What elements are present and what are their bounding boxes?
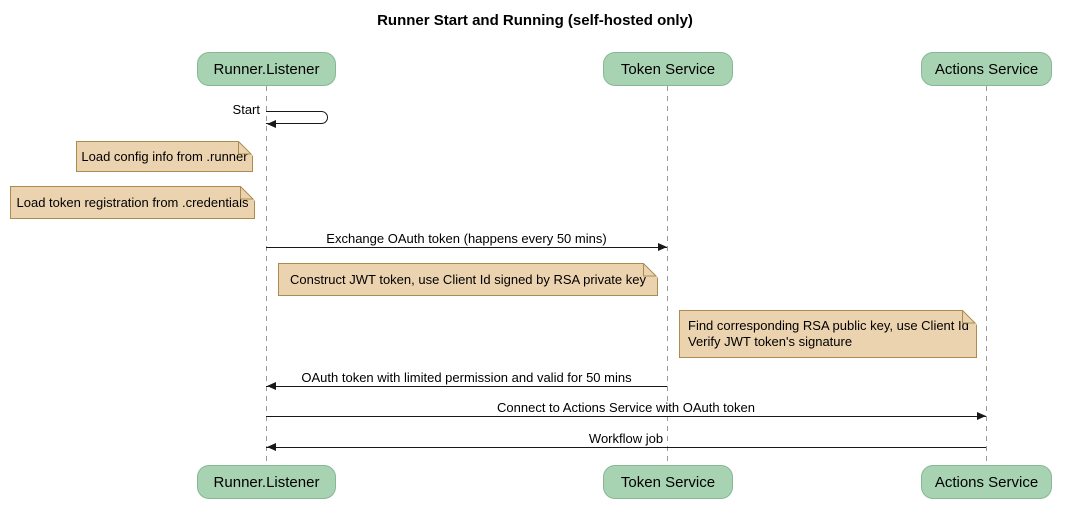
message-line-workflow-job (266, 447, 986, 448)
arrowhead-left-icon (267, 382, 276, 390)
note-load-config: Load config info from .runner (76, 141, 253, 172)
participant-bottom-actions-service: Actions Service (921, 465, 1052, 499)
note-fold-icon (238, 141, 253, 156)
lifeline-actions-service (986, 86, 987, 465)
participant-top-token-service: Token Service (603, 52, 733, 86)
message-label-exchange-oauth-token: Exchange OAuth token (happens every 50 m… (326, 231, 607, 246)
message-line-connect-actions (266, 416, 986, 417)
note-load-token-registration: Load token registration from .credential… (10, 186, 255, 219)
diagram-title: Runner Start and Running (self-hosted on… (377, 12, 693, 29)
message-label-start: Start (232, 102, 260, 117)
note-construct-jwt: Construct JWT token, use Client Id signe… (278, 263, 658, 296)
arrowhead-left-icon (267, 443, 276, 451)
arrowhead-right-icon (977, 412, 986, 420)
note-text: Load config info from .runner (81, 148, 248, 164)
note-fold-icon (962, 310, 977, 325)
participant-top-runner-listener: Runner.Listener (197, 52, 336, 86)
note-verify-jwt: Find corresponding RSA public key, use C… (679, 310, 977, 358)
arrowhead-left-icon (267, 120, 276, 128)
self-message-loop (266, 111, 328, 124)
lifeline-token-service (667, 86, 668, 465)
message-line-exchange-oauth-token (266, 247, 667, 248)
note-text: Construct JWT token, use Client Id signe… (290, 271, 646, 287)
message-line-oauth-token-back (266, 386, 667, 387)
message-label-workflow-job: Workflow job (588, 431, 664, 446)
note-fold-icon (240, 186, 255, 201)
lifeline-runner-listener (266, 86, 267, 465)
note-text: Find corresponding RSA public key, use C… (688, 318, 969, 349)
participant-bottom-token-service: Token Service (603, 465, 733, 499)
note-text: Load token registration from .credential… (16, 194, 249, 210)
message-label-connect-actions: Connect to Actions Service with OAuth to… (497, 400, 755, 415)
note-fold-icon (643, 263, 658, 278)
arrowhead-right-icon (658, 243, 667, 251)
message-label-oauth-token-back: OAuth token with limited permission and … (301, 370, 632, 385)
participant-top-actions-service: Actions Service (921, 52, 1052, 86)
participant-bottom-runner-listener: Runner.Listener (197, 465, 336, 499)
